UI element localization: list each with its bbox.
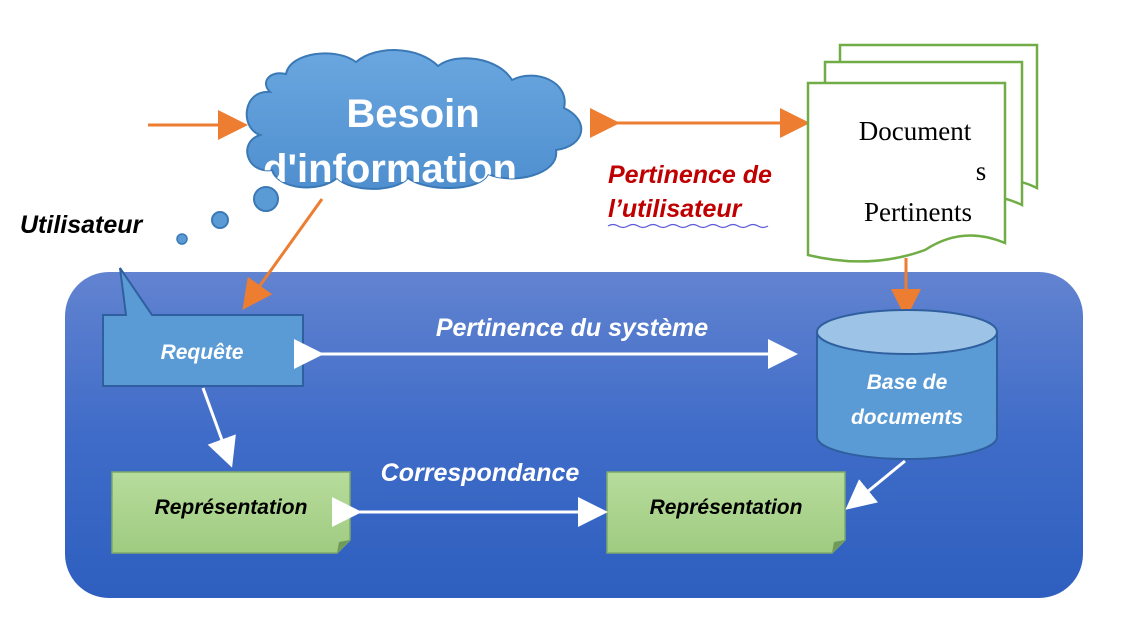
database-to-representation-arrow [845, 459, 906, 510]
thought-bubble-small [176, 233, 188, 245]
user-relevance-line-2: l’utilisateur [608, 195, 743, 223]
information-need-cloud: Besoin d'information [245, 49, 583, 191]
document-database: Base de documents [816, 309, 998, 460]
user-label: Utilisateur [20, 211, 144, 239]
cloud-label-clipped: d'information [263, 147, 517, 191]
cloud-label: Besoin [346, 92, 479, 136]
left-representation-label: Représentation [155, 496, 308, 519]
query-label: Requête [161, 341, 244, 364]
document-representation: Représentation [606, 471, 846, 554]
need-to-query-arrow [242, 198, 324, 310]
user-relevance-line-1: Pertinence de [608, 161, 772, 189]
query-representation: Représentation [111, 471, 351, 554]
query-callout: Requête [102, 267, 304, 387]
thought-bubble-medium [211, 211, 229, 229]
database-line-1: Base de [867, 371, 948, 394]
documents-line-3: Pertinents [864, 197, 972, 227]
system-relevance-label: Pertinence du système [436, 314, 708, 342]
database-line-2: documents [851, 406, 963, 429]
query-to-representation-arrow [201, 387, 236, 468]
thought-bubble-large [253, 186, 279, 212]
right-representation-label: Représentation [650, 496, 803, 519]
spellcheck-underline [607, 223, 769, 229]
matching-label: Correspondance [381, 459, 580, 487]
relevant-documents-stack: Document s Pertinents [806, 43, 1039, 263]
documents-line-2: s [976, 156, 987, 186]
documents-line-1: Document [859, 116, 972, 146]
